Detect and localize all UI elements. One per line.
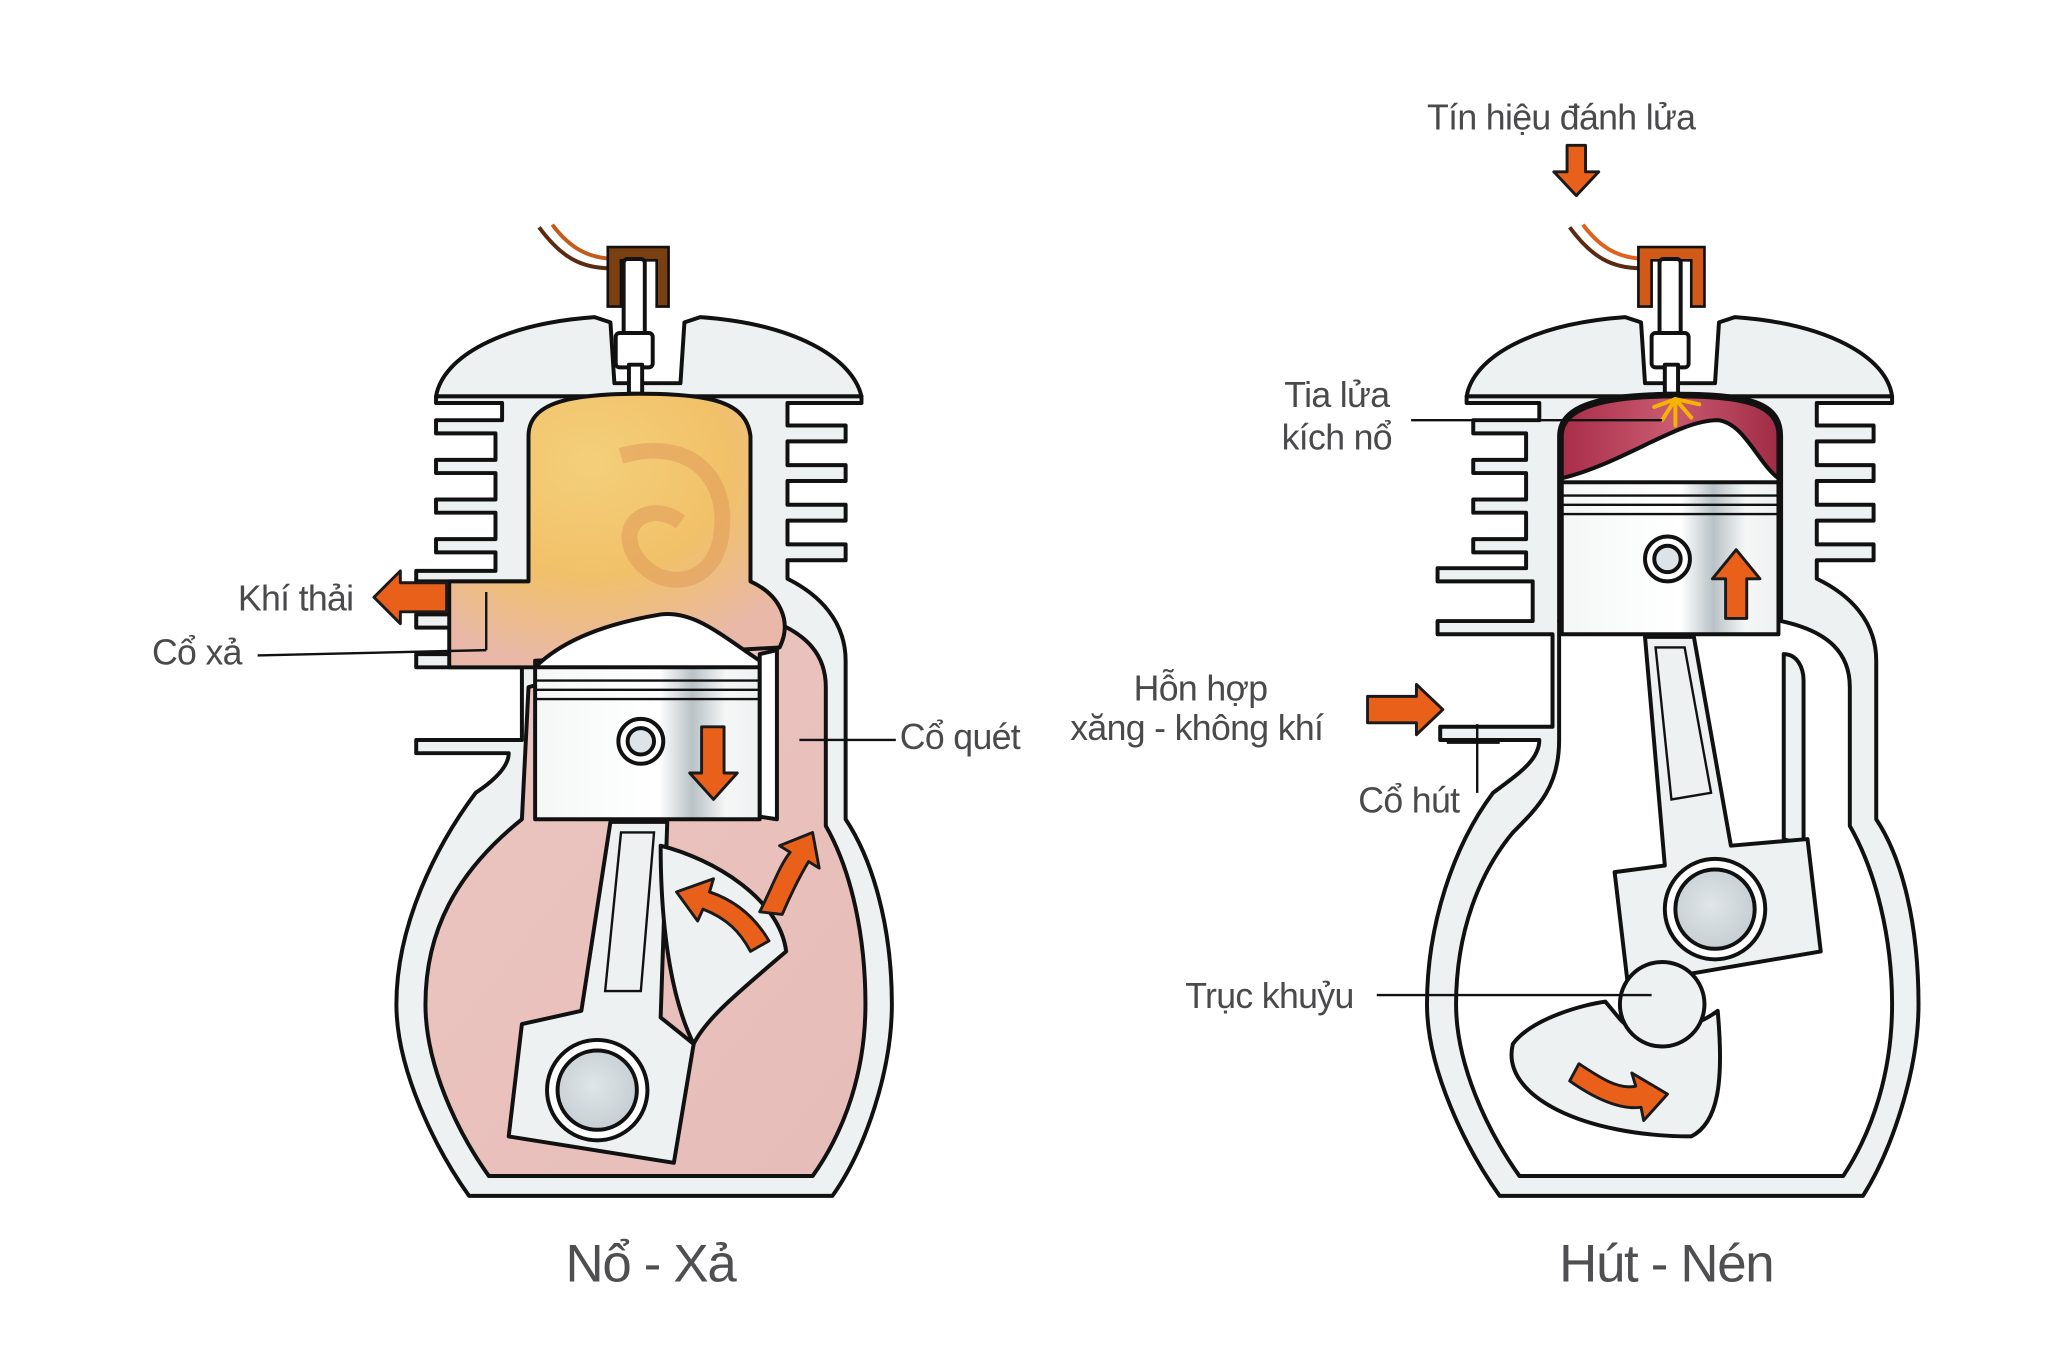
connecting-rod bbox=[506, 819, 696, 1165]
piston-down-arrow-icon bbox=[688, 725, 739, 801]
label-spark-line2: kích nổ bbox=[1282, 417, 1392, 457]
label-crankshaft: Trục khuỷu bbox=[1185, 976, 1353, 1016]
transfer-flow-arrow-2-icon bbox=[675, 877, 771, 953]
panel-right-intake-compression: Tín hiệu đánh lửa Tia lửa kích nổ Hỗn hợ… bbox=[1070, 97, 1921, 1294]
caption-intake-compression: Hút - Nén bbox=[1559, 1235, 1773, 1294]
crank-journal bbox=[1617, 959, 1707, 1049]
label-transfer-port: Cổ quét bbox=[900, 717, 1021, 757]
cylinder-head bbox=[434, 315, 864, 399]
caption-power-exhaust: Nổ - Xả bbox=[566, 1235, 738, 1294]
label-spark-line1: Tia lửa bbox=[1284, 375, 1390, 415]
ignition-signal-arrow-icon bbox=[1552, 143, 1601, 198]
exhaust-out-arrow-icon bbox=[372, 569, 449, 626]
label-exhaust-port: Cổ xả bbox=[152, 633, 243, 673]
spark-icon bbox=[1652, 397, 1702, 428]
label-intake-port: Cổ hút bbox=[1358, 781, 1460, 821]
transfer-flow-arrow-icon bbox=[758, 831, 821, 916]
transfer-port-slot bbox=[1781, 652, 1806, 848]
gas-swirl bbox=[618, 442, 731, 588]
label-mixture-line2: xăng - không khí bbox=[1070, 708, 1324, 748]
label-exhaust-gas: Khí thải bbox=[238, 578, 354, 618]
spark-plug-wire bbox=[1568, 223, 1706, 308]
spark-plug-wire bbox=[537, 223, 670, 308]
crank-rotate-arrow-icon bbox=[1568, 1062, 1669, 1122]
cylinder-head bbox=[1464, 315, 1895, 399]
mixture-in-arrow-icon bbox=[1366, 683, 1445, 737]
connecting-rod bbox=[1612, 634, 1823, 987]
spark-plug bbox=[1649, 257, 1691, 396]
panel-left-power-exhaust: Khí thải Cổ xả Cổ quét Nổ - Xả bbox=[152, 223, 1021, 1294]
label-mixture-line1: Hỗn hợp bbox=[1134, 668, 1268, 708]
exhaust-port-leader bbox=[257, 648, 487, 657]
label-ignition-signal: Tín hiệu đánh lửa bbox=[1427, 97, 1696, 137]
piston-up-arrow-icon bbox=[1710, 548, 1762, 620]
